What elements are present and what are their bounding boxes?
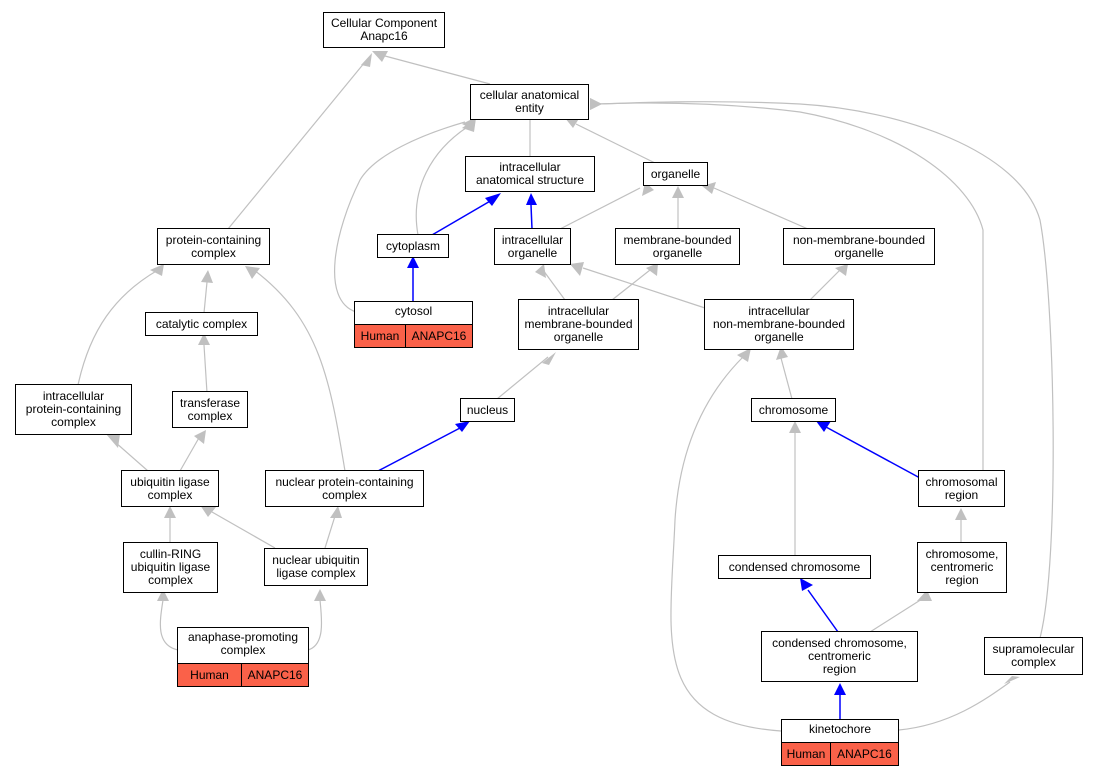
node-intracellular-organelle[interactable]: intracellular organelle: [494, 228, 571, 265]
node-cellular-anatomical-entity[interactable]: cellular anatomical entity: [470, 84, 589, 120]
edge-kinetochore-to-inmbo: [670, 356, 782, 732]
node-intracellular-membrane-bounded-organelle[interactable]: intracellular membrane-bounded organelle: [518, 299, 639, 350]
edge-cae-to-root: [384, 55, 491, 85]
edge-ubiquitin-to-transferase: [179, 435, 201, 472]
edge-ccc-to-condensed: [807, 589, 839, 633]
edge-nuclear-ubiquitin-to-npcc: [324, 515, 336, 549]
edge-nonmembrane-to-organelle: [713, 187, 809, 230]
edge-npcc-to-nucleus: [377, 427, 461, 472]
edge-chromosome-to-inmbo: [780, 357, 793, 400]
edge-kinetochore-to-supramol: [898, 681, 1011, 731]
kinetochore-annotation-gene: ANAPC16: [830, 742, 899, 766]
edge-apc-to-cullin: [159, 599, 179, 651]
node-intracellular-protein-containing-complex[interactable]: intracellular protein-containing complex: [15, 384, 132, 435]
edge-npcc-to-pcc: [253, 269, 346, 472]
edge-apc-to-nuclear-ubiquitin: [307, 599, 323, 651]
node-ubiquitin-ligase-complex[interactable]: ubiquitin ligase complex: [121, 470, 219, 507]
node-nuclear-ubiquitin-ligase-complex[interactable]: nuclear ubiquitin ligase complex: [264, 548, 368, 586]
node-supramolecular-complex[interactable]: supramolecular complex: [984, 637, 1083, 675]
edge-pcc-to-root: [227, 61, 366, 230]
node-intracellular-anatomical-structure[interactable]: intracellular anatomical structure: [465, 156, 595, 192]
apc-annotation-species: Human: [177, 663, 242, 687]
node-condensed-chromosome[interactable]: condensed chromosome: [718, 555, 871, 579]
node-chromosome-centromeric-region[interactable]: chromosome, centromeric region: [917, 542, 1007, 593]
node-nucleus[interactable]: nucleus: [460, 398, 515, 422]
node-condensed-chromosome-centromeric-region[interactable]: condensed chromosome, centromeric region: [761, 631, 918, 682]
node-protein-containing-complex[interactable]: protein-containing complex: [157, 228, 270, 265]
cytosol-annotation-species: Human: [354, 324, 406, 348]
apc-annotation-gene: ANAPC16: [241, 663, 309, 687]
edge-nucleus-to-imbo: [496, 356, 549, 400]
edge-imbo-to-intracellular-organelle: [542, 269, 566, 301]
node-cullin-ring-ubiquitin-ligase-complex[interactable]: cullin-RING ubiquitin ligase complex: [123, 542, 218, 593]
edge-ipcc-to-pcc: [77, 269, 159, 386]
node-membrane-bounded-organelle[interactable]: membrane-bounded organelle: [615, 228, 740, 265]
node-cytoplasm[interactable]: cytoplasm: [377, 234, 449, 258]
node-nuclear-protein-containing-complex[interactable]: nuclear protein-containing complex: [265, 470, 424, 507]
node-cellular-component-root[interactable]: Cellular Component Anapc16: [323, 12, 445, 48]
node-transferase-complex[interactable]: transferase complex: [172, 391, 248, 428]
cytosol-annotation-gene: ANAPC16: [405, 324, 473, 348]
edge-inmbo-to-intracellular-organelle: [582, 267, 706, 309]
edge-catalytic-to-pcc: [203, 281, 208, 314]
edge-ccc-to-chromcentromeric: [869, 598, 923, 633]
edge-inmbo-to-nonmembrane: [809, 269, 841, 301]
edge-organelle-to-cae: [575, 123, 656, 164]
node-organelle[interactable]: organelle: [643, 162, 708, 186]
edge-chromregion-to-chromosome: [825, 426, 921, 479]
node-intracellular-non-membrane-bounded-organelle[interactable]: intracellular non-membrane-bounded organ…: [704, 299, 854, 350]
edge-intracellular-organelle-to-ias: [530, 204, 533, 230]
node-chromosome[interactable]: chromosome: [751, 398, 836, 422]
edge-chromregion-to-cae: [597, 102, 984, 471]
edge-intracellular-organelle-to-organelle: [559, 187, 641, 230]
node-catalytic-complex[interactable]: catalytic complex: [145, 312, 258, 336]
edge-transferase-to-catalytic: [203, 344, 208, 394]
kinetochore-annotation-species: Human: [781, 742, 831, 766]
edge-supramol-to-cae: [597, 101, 1054, 639]
edge-cytosol-to-cae: [334, 121, 466, 313]
node-chromosomal-region[interactable]: chromosomal region: [918, 470, 1005, 507]
node-non-membrane-bounded-organelle[interactable]: non-membrane-bounded organelle: [783, 228, 935, 265]
edge-cytoplasm-to-cae: [415, 123, 473, 236]
edge-nuclear-ubiquitin-to-ubiquitin: [211, 511, 276, 549]
edge-ubiquitin-to-ipcc: [114, 441, 149, 472]
edge-imbo-to-membrane-bounded: [611, 269, 651, 301]
edge-cytoplasm-to-ias: [431, 199, 493, 236]
